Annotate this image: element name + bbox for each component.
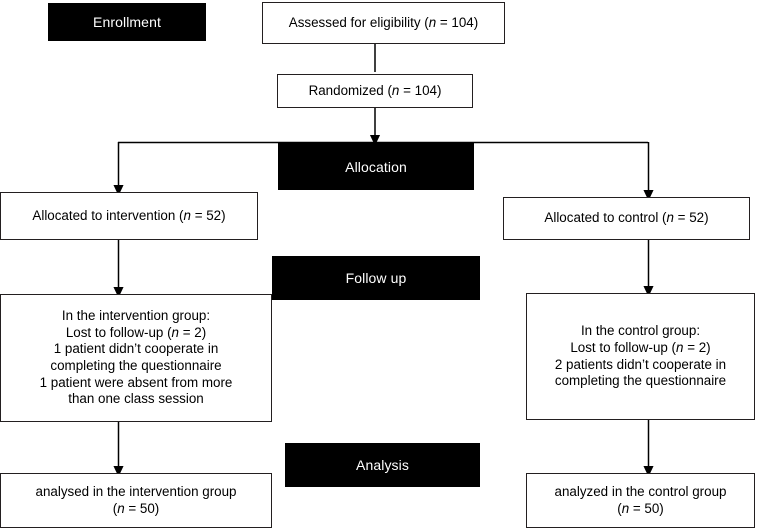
randomized-n-symbol: n <box>391 82 400 98</box>
analysis-control-line-2: (n = 50) <box>617 500 664 516</box>
stage-banner-follow-up-label: Follow up <box>345 270 407 286</box>
node-followup-control-text: In the control group: Lost to follow-up … <box>555 323 726 389</box>
followup-intervention-line-5: 1 patient were absent from more <box>39 374 233 390</box>
node-assessed-for-eligibility: Assessed for eligibility (n = 104) <box>262 2 505 44</box>
node-followup-intervention-text: In the intervention group: Lost to follo… <box>40 308 233 408</box>
followup-control-line-4: completing the questionnaire <box>554 373 727 389</box>
assessed-n-symbol: n <box>428 14 437 30</box>
followup-intervention-line-4: completing the questionnaire <box>50 358 222 373</box>
node-assessed-for-eligibility-text: Assessed for eligibility (n = 104) <box>289 15 478 32</box>
followup-intervention-line-2: Lost to follow-up (n = 2) <box>65 324 207 340</box>
node-allocated-to-control: Allocated to control (n = 52) <box>503 197 750 240</box>
node-analysis-intervention-text: analysed in the intervention group (n = … <box>36 484 237 517</box>
allocated-intervention-n-symbol: n <box>183 207 191 223</box>
node-randomized: Randomized (n = 104) <box>277 74 473 108</box>
followup-control-line-1: In the control group: <box>580 323 701 339</box>
randomized-n-value: = 104) <box>399 82 442 98</box>
followup-intervention-line-3: 1 patient didn’t cooperate in <box>53 341 219 357</box>
assessed-text-prefix: Assessed for eligibility ( <box>288 14 429 30</box>
followup-intervention-line-1: In the intervention group: <box>61 308 211 324</box>
analysis-intervention-line-2: (n = 50) <box>112 500 160 516</box>
followup-control-n-symbol: n <box>676 339 684 355</box>
stage-banner-analysis: Analysis <box>285 443 480 487</box>
node-randomized-text: Randomized (n = 104) <box>309 83 442 100</box>
allocated-control-n-symbol: n <box>666 210 674 226</box>
stage-banner-allocation: Allocation <box>278 143 474 190</box>
node-allocated-to-intervention-text: Allocated to intervention (n = 52) <box>32 208 225 225</box>
stage-banner-analysis-label: Analysis <box>356 457 409 473</box>
analysis-intervention-n-symbol: n <box>117 500 125 516</box>
node-analysis-control: analyzed in the control group (n = 50) <box>526 473 755 528</box>
stage-banner-allocation-label: Allocation <box>345 158 407 175</box>
allocated-intervention-n-value: = 52) <box>190 207 226 223</box>
followup-control-line-3: 2 patients didn’t cooperate in <box>554 356 727 372</box>
stage-banner-enrollment: Enrollment <box>48 3 206 41</box>
allocated-control-prefix: Allocated to control ( <box>544 210 667 226</box>
node-analysis-control-text: analyzed in the control group (n = 50) <box>555 484 727 517</box>
analysis-control-line-1: analyzed in the control group <box>554 483 727 499</box>
followup-control-line-2: Lost to follow-up (n = 2) <box>570 339 711 355</box>
randomized-text-prefix: Randomized ( <box>308 82 392 98</box>
analysis-intervention-line-1: analysed in the intervention group <box>35 483 237 499</box>
assessed-n-value: = 104) <box>436 14 479 30</box>
node-allocated-to-control-text: Allocated to control (n = 52) <box>544 210 708 227</box>
stage-banner-follow-up: Follow up <box>272 256 480 300</box>
analysis-control-n-symbol: n <box>621 500 630 516</box>
node-allocated-to-intervention: Allocated to intervention (n = 52) <box>0 192 258 240</box>
followup-intervention-n-symbol: n <box>171 324 179 340</box>
stage-banner-enrollment-label: Enrollment <box>93 14 161 30</box>
followup-intervention-line-6: than one class session <box>68 391 204 407</box>
allocated-control-n-value: = 52) <box>673 210 709 226</box>
node-analysis-intervention: analysed in the intervention group (n = … <box>0 473 272 528</box>
allocated-intervention-prefix: Allocated to intervention ( <box>32 207 184 223</box>
node-followup-control: In the control group: Lost to follow-up … <box>526 293 755 420</box>
node-followup-intervention: In the intervention group: Lost to follo… <box>0 294 272 422</box>
